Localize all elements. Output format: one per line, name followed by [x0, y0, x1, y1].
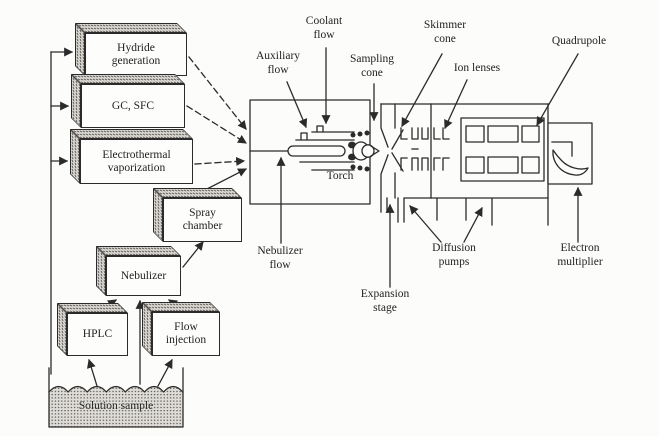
pump-ports [386, 197, 549, 226]
electrothermal-vaporization-label: Electrothermal vaporization [102, 148, 171, 174]
box-left-face [142, 302, 152, 356]
plasma-flame [352, 141, 380, 161]
box-left-face [75, 23, 85, 76]
dashed-intro-arrows [186, 56, 247, 166]
torch-label: Torch [326, 170, 354, 182]
flow-injection-label: Flow injection [165, 321, 207, 346]
sampling-cone-label: Sampling cone [349, 53, 395, 79]
flow-arrows [87, 168, 248, 387]
hplc-label: HPLC [82, 328, 113, 340]
electrothermal-vaporization-box: Electrothermal vaporization [70, 129, 193, 184]
hydride-generation-box: Hydride generation [75, 23, 187, 76]
box-left-face [70, 129, 80, 184]
water-surface [48, 385, 184, 393]
sample-feed-rail [50, 47, 74, 375]
hplc-box: HPLC [57, 303, 128, 356]
box-left-face [57, 303, 67, 356]
box-top-face [142, 302, 220, 312]
box-top-face [96, 246, 181, 256]
beaker-walls [48, 367, 184, 428]
gc-sfc-box: GC, SFC [71, 74, 185, 128]
box-top-face [71, 74, 185, 84]
nebulizer-box: Nebulizer [96, 246, 181, 296]
expansion-stage-label: Expansion stage [360, 288, 410, 314]
sample-liquid [49, 386, 183, 427]
diffusion-pumps-label: Diffusion pumps [432, 242, 476, 268]
callout-arrows [276, 47, 583, 288]
gc-sfc-label: GC, SFC [111, 99, 155, 112]
quadrupole-rods [460, 117, 545, 182]
hydride-generation-label: Hydride generation [111, 41, 161, 67]
skimmer-cone-label: Skimmer cone [423, 19, 467, 45]
coolant-flow-label: Coolant flow [305, 15, 343, 41]
beaker [48, 367, 184, 428]
ion-lenses-label: Ion lenses [453, 62, 501, 74]
solution-sample-label: Solution sample [78, 400, 154, 412]
spray-chamber-box: Spray chamber [153, 188, 242, 242]
box-left-face [71, 74, 81, 128]
box-top-face [75, 23, 187, 33]
flow-injection-box: Flow injection [142, 302, 220, 356]
torch-box [249, 99, 380, 205]
box-left-face [153, 188, 163, 242]
quadrupole-label: Quadrupole [551, 35, 607, 47]
induction-coil-dots [348, 130, 370, 172]
box-top-face [57, 303, 128, 313]
electron-multiplier-label: Electron multiplier [557, 242, 603, 268]
injector-tube [287, 145, 346, 157]
nebulizer-flow-label: Nebulizer flow [257, 245, 303, 271]
box-top-face [70, 129, 193, 139]
sampling-cone-plate [380, 103, 389, 213]
ion-lens-array [400, 127, 450, 171]
electron-multiplier-box [547, 122, 593, 185]
torch-tubes [295, 125, 355, 171]
auxiliary-flow-label: Auxiliary flow [255, 50, 301, 76]
electron-multiplier-horn [552, 149, 589, 176]
spray-chamber-label: Spray chamber [182, 207, 223, 232]
box-top-face [153, 188, 242, 198]
vacuum-interface [380, 103, 549, 226]
nebulizer-label: Nebulizer [120, 269, 167, 282]
